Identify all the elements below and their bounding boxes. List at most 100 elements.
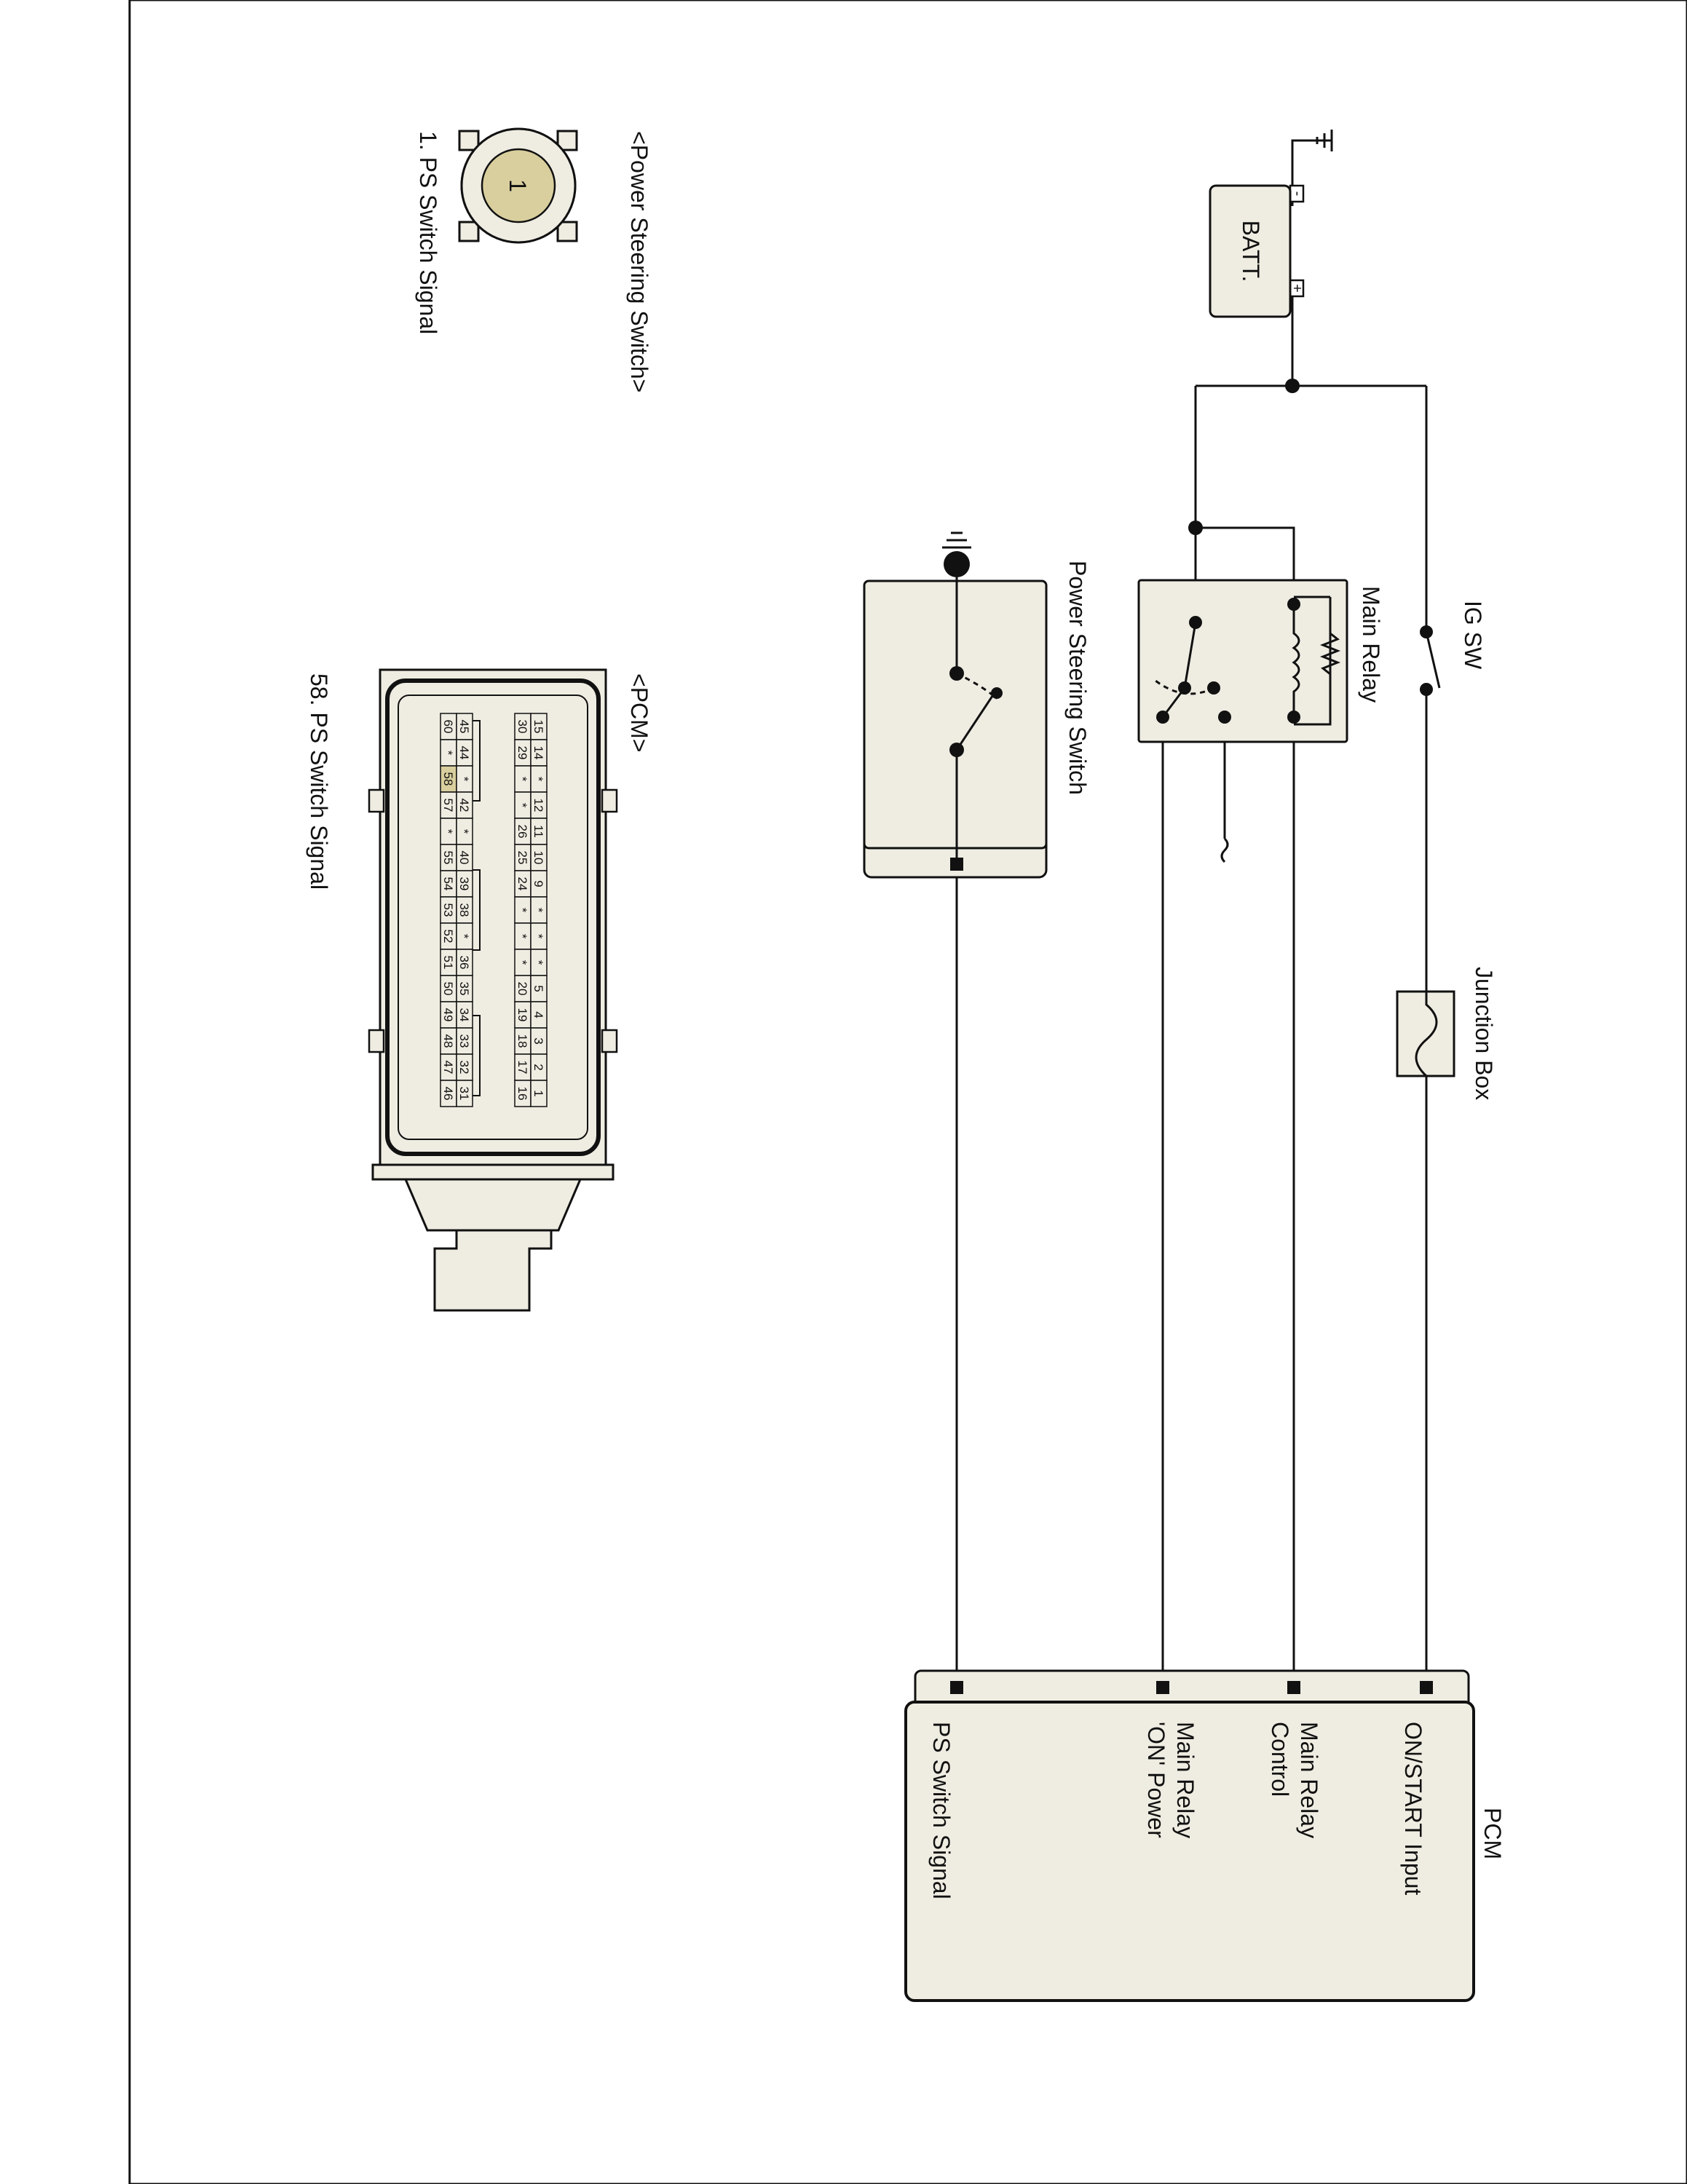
pcm-pin-label: * [457,777,471,782]
pcm-pin-label: 54 [441,877,455,891]
pcm-pin-label: 34 [457,1008,471,1022]
batt-plus-label: + [1289,284,1305,293]
pcm-pin-label: 17 [515,1061,529,1075]
pcm-pin-label: 53 [441,903,455,917]
ps-connector-pin: 1 [505,179,531,192]
pcm-pin-label: 9 [532,880,545,887]
pcm-pin-cell [456,1080,473,1107]
pcm-pin-label: 4 [532,1011,545,1018]
pcm-pin-label: * [515,803,529,808]
pcm-pin-label: * [457,829,471,834]
pcm-pin-label: * [515,960,529,965]
wire-tap-end [1220,837,1229,863]
pcm: PCM ON/START Input Main Relay Control Ma… [904,1669,1506,2002]
pcm-pin-label: 12 [532,799,545,812]
pcm-pin-label: 57 [441,799,455,812]
pcm-pin-label: 2 [532,1064,545,1070]
battery: - + BATT. [1209,184,1305,318]
ps-connector-desc: 1. PS Switch Signal [415,131,441,334]
battery-label: BATT. [1238,221,1264,282]
pcm-pin-on-start: ON/START Input [1400,1722,1426,1895]
pcm-pin-label: 55 [441,851,455,865]
ps-switch-label: Power Steering Switch [1064,561,1091,795]
pcm-pin-label: * [515,934,529,939]
ps-switch: Power Steering Switch [863,531,1091,879]
pcm-pin-label: 19 [515,1008,529,1022]
pcm-pin-label: 51 [441,956,455,970]
pcm-pin-label: 10 [532,851,545,865]
pcm-pin-label: 50 [441,982,455,996]
ps-switch-connector: <Power Steering Switch> 1 1. PS Switch S… [415,127,652,392]
pcm-pin-label: 20 [515,982,529,996]
junction-box: Junction Box [1396,967,1497,1100]
pcm-label: PCM [1479,1808,1506,1859]
pcm-pin-label: * [532,934,545,939]
pcm-pin-label: * [441,829,455,834]
pcm-pin-label: 3 [532,1037,545,1044]
main-relay: Main Relay [1137,579,1384,743]
pcm-pin-label: 38 [457,903,471,917]
pcm-pin-label: 60 [441,720,455,734]
ground-icon [1316,130,1333,151]
pcm-pin-label: * [532,777,545,782]
batt-minus-label: - [1289,191,1305,197]
pcm-pin-label: 5 [532,985,545,992]
pcm-pin-label: 52 [441,930,455,943]
battery-body [1209,184,1292,318]
pcm-pin-label: 26 [515,825,529,839]
pcm-connector-desc: 58. PS Switch Signal [306,673,332,890]
pcm-connector-title: <PCM> [626,673,652,752]
pcm-pin-relay-power-2: 'ON' Power [1143,1722,1169,1838]
pcm-pin-label: 1 [532,1090,545,1096]
pcm-pin-label: 15 [532,720,545,734]
pcm-pin-label: 46 [441,1087,455,1101]
pcm-pin-label: 31 [457,1087,471,1101]
pcm-pin-relay-power-1: Main Relay [1172,1722,1198,1838]
ig-switch-label: IG SW [1460,601,1486,670]
pcm-pin-label: * [515,777,529,782]
pcm-pin-label: 32 [457,1061,471,1075]
pcm-pin-ps-signal: PS Switch Signal [928,1722,955,1899]
main-relay-label: Main Relay [1358,586,1384,703]
pcm-pin-label: 11 [532,825,545,838]
junction-box-label: Junction Box [1471,967,1497,1100]
pcm-pin-label: * [532,960,545,965]
wire-batt-ground [1291,139,1332,206]
pcm-pin-label: * [515,908,529,913]
pcm-pin-label: * [441,751,455,756]
pcm-pin-label: 18 [515,1034,529,1048]
pcm-pin-label: 44 [457,746,471,760]
pcm-pin-label: 39 [457,877,471,891]
pcm-pin-label: * [532,908,545,913]
pcm-pin-relay-control-1: Main Relay [1296,1722,1322,1838]
ps-connector-title: <Power Steering Switch> [626,131,652,392]
pcm-pin-label: 47 [441,1061,455,1075]
pcm-pin-cell [530,1080,548,1107]
pcm-pin-label: 14 [532,746,545,760]
pcm-pin-label: 58 [441,772,455,786]
wire-relay-node-to-coil [1196,526,1295,604]
pcm-pin-label: 42 [457,799,471,812]
pcm-pin-label: 36 [457,956,471,970]
pcm-pin-label: * [457,934,471,939]
pcm-pin-grid: 60*5857*555453525150494847464544*42*4039… [440,713,548,1107]
wires [955,139,1428,1688]
diagram-rotated: - + BATT. IG SW Junction Box Main Relay [306,127,1506,2002]
ig-switch: IG SW [1425,601,1486,689]
pcm-pin-label: 29 [515,746,529,760]
pcm-pin-relay-control-2: Control [1267,1722,1293,1797]
pcm-pin-label: 25 [515,851,529,865]
pcm-pin-label: 48 [441,1034,455,1048]
relay-coil [1292,596,1341,726]
pcm-pin-label: 40 [457,851,471,865]
pcm-pin-label: 35 [457,982,471,996]
pcm-pin-label: 45 [457,720,471,734]
pcm-pin-label: 16 [515,1087,529,1101]
pcm-pin-label: 33 [457,1034,471,1048]
pcm-connector: <PCM> 58. PS Switch Signal 60*5857*55545… [306,668,652,1312]
pcm-pin-label: 49 [441,1008,455,1022]
ps-ground-icon [942,531,971,549]
pcm-pin-label: 30 [515,720,529,734]
pcm-pin-label: 24 [515,877,529,891]
